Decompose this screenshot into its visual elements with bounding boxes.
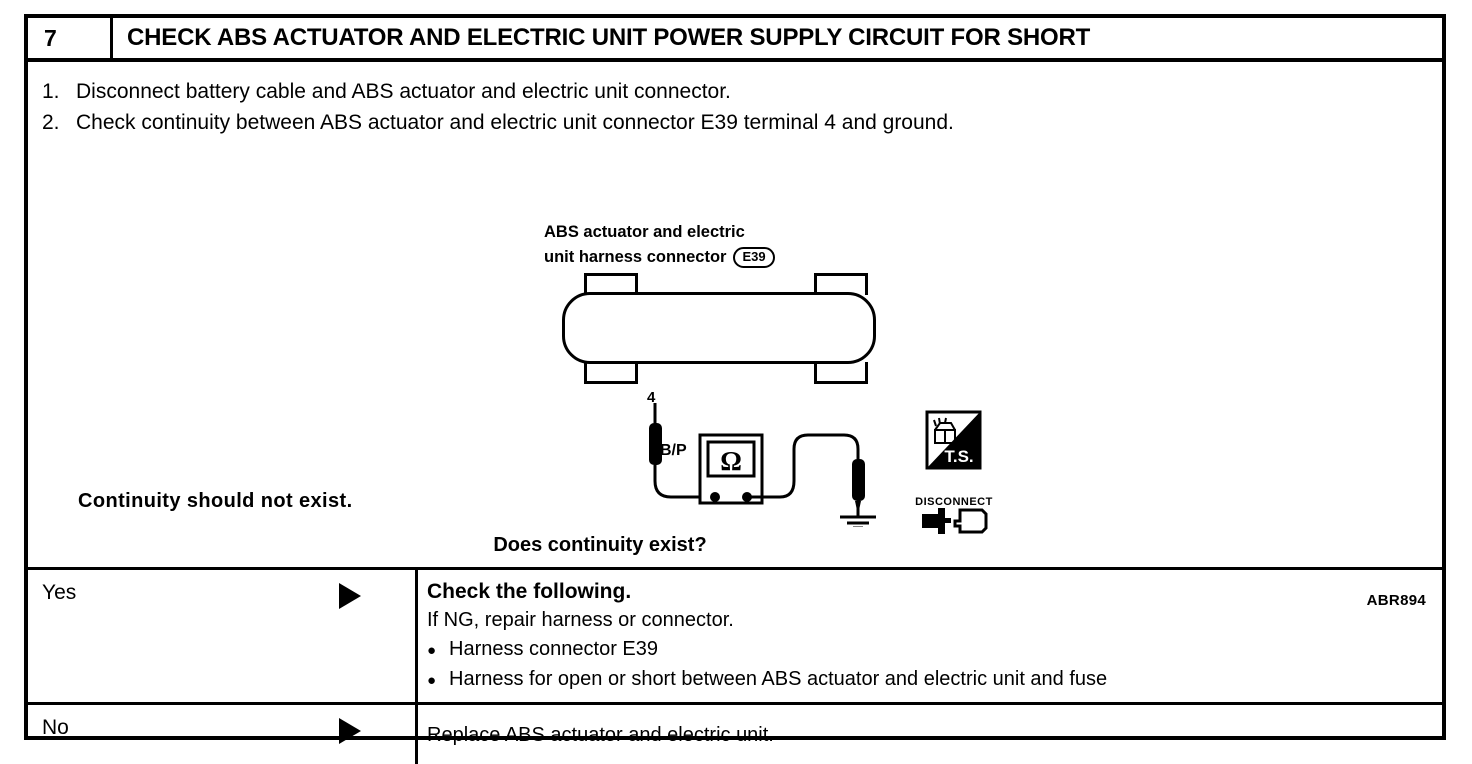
instruction-item: 2. Check continuity between ABS actuator… (42, 107, 1392, 138)
ohm-symbol: Ω (720, 446, 742, 476)
expected-result-note: Continuity should not exist. (78, 490, 353, 512)
disconnect-icon: DISCONNECT (915, 496, 993, 534)
figure-caption-line-1: ABS actuator and electric (544, 223, 745, 241)
figure-reference-code: ABR894 (1366, 592, 1426, 609)
instruction-marker: 1. (42, 80, 60, 103)
figure-caption-text: unit harness connector (544, 248, 727, 266)
connector-tab-top-left (584, 273, 638, 295)
step-header-row: 7 CHECK ABS ACTUATOR AND ELECTRIC UNIT P… (28, 18, 1442, 62)
connector-code-badge: E39 (733, 247, 775, 268)
answer-label-cell-yes: Yes (28, 570, 418, 702)
bullet-dot-icon: ● (427, 672, 437, 689)
tool-stamp-icon: T.S. (925, 410, 982, 470)
wiring-diagram-figure: ABS actuator and electric unit harness c… (28, 152, 1442, 609)
answer-label-no: No (42, 716, 69, 739)
connector-tab-bottom-left (584, 362, 638, 384)
decision-question: Does continuity exist? (493, 534, 707, 556)
answer-subtext: If NG, repair harness or connector. (427, 609, 734, 631)
harness-connector-body (562, 292, 876, 364)
figure-caption: ABS actuator and electric unit harness c… (544, 220, 775, 270)
wire-color-label: B/P (660, 442, 687, 459)
arrow-right-icon (339, 718, 361, 744)
answer-bullet-list: ● Harness connector E39 ● Harness for op… (427, 635, 1442, 695)
list-item: ● Harness connector E39 (427, 635, 1442, 665)
figure-caption-line-2: unit harness connector E39 (544, 245, 775, 270)
answer-row-yes: Yes Check the following. If NG, repair h… (28, 570, 1442, 705)
list-item-text: Harness for open or short between ABS ac… (449, 668, 1108, 690)
list-item: ● Harness for open or short between ABS … (427, 665, 1442, 695)
answer-body-yes: Check the following. If NG, repair harne… (418, 570, 1442, 702)
instruction-list: 1. Disconnect battery cable and ABS actu… (42, 76, 1392, 138)
list-item-text: Harness connector E39 (449, 638, 659, 660)
tool-stamp-label: T.S. (944, 447, 973, 466)
instruction-text: Disconnect battery cable and ABS actuato… (76, 80, 731, 103)
answer-text: Replace ABS actuator and electric unit. (427, 724, 774, 746)
step-number-cell: 7 (28, 18, 113, 58)
instruction-item: 1. Disconnect battery cable and ABS actu… (42, 76, 1392, 107)
connector-tab-top-right (814, 273, 868, 295)
terminal-number-label: 4 (647, 389, 656, 406)
instruction-marker: 2. (42, 111, 60, 134)
step-body: 1. Disconnect battery cable and ABS actu… (28, 62, 1442, 609)
disconnect-label: DISCONNECT (915, 496, 993, 508)
ohmmeter-test-diagram: Ω (649, 403, 876, 527)
bullet-dot-icon: ● (427, 642, 437, 659)
connector-tab-bottom-right (814, 362, 868, 384)
instruction-text: Check continuity between ABS actuator an… (76, 111, 954, 134)
answer-heading: Check the following. (427, 580, 632, 603)
diagnostic-step-table: 7 CHECK ABS ACTUATOR AND ELECTRIC UNIT P… (24, 14, 1446, 764)
step-title: CHECK ABS ACTUATOR AND ELECTRIC UNIT POW… (127, 24, 1091, 51)
answer-body-no: Replace ABS actuator and electric unit. (418, 705, 1442, 764)
arrow-right-icon (339, 583, 361, 609)
answer-label-cell-no: No (28, 705, 418, 764)
answer-label-yes: Yes (42, 581, 77, 604)
answer-row-no: No Replace ABS actuator and electric uni… (28, 705, 1442, 764)
